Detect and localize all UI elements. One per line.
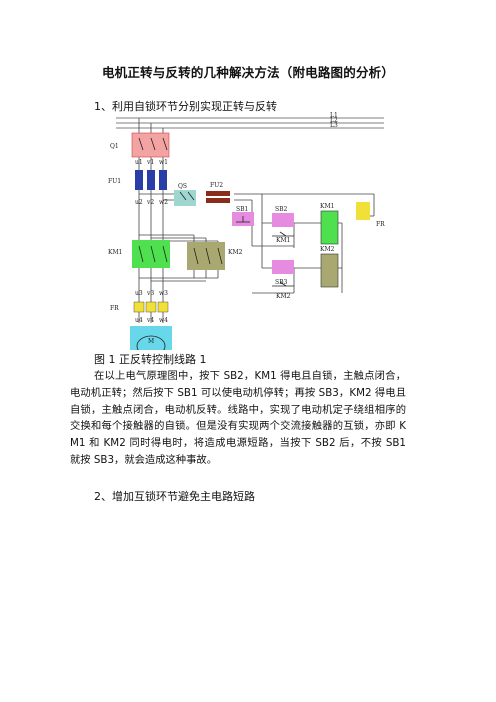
u2-label: u2 (135, 199, 143, 206)
fu1-fuses (135, 170, 167, 190)
km1-coil-label: KM1 (320, 203, 334, 210)
section-heading-2: 2、增加互锁环节避免主电路短路 (94, 490, 255, 503)
km2-aux-contact (272, 281, 294, 287)
fu2-fuse-top (206, 191, 230, 196)
qs-switch (174, 190, 196, 206)
rail-l2-label: L2 (330, 117, 338, 124)
body-paragraph: 在以上电气原理图中，按下 SB2，KM1 得电且自锁，主触点闭合，电动机正转；然… (70, 370, 406, 466)
v1-label: v1 (146, 159, 154, 166)
fr-thermal-relay (133, 301, 169, 313)
w4-label: w4 (159, 317, 168, 324)
page-title: 电机正转与反转的几种解决方法（附电路图的分析） (101, 65, 395, 80)
figure-caption: 图 1 正反转控制线路 1 (94, 353, 207, 366)
w1-label: w1 (159, 159, 168, 166)
fr-aux-contact (356, 202, 370, 220)
circuit-diagram: L1 L2 L3 (108, 112, 385, 350)
section-heading-1: 1、利用自锁环节分别实现正转与反转 (94, 100, 277, 113)
sb3-button (272, 260, 294, 274)
fr-label: FR (110, 305, 119, 312)
v4-label: v4 (146, 317, 154, 324)
fr-aux-label: FR (376, 221, 385, 228)
fu2-label: FU2 (210, 182, 223, 189)
v3-label: v3 (146, 290, 154, 297)
km2-main-label: KM2 (228, 249, 243, 256)
km1-aux-label: KM1 (276, 237, 290, 244)
u1-label: u1 (135, 159, 143, 166)
km1-coil (320, 210, 339, 245)
rail-l1-label: L1 (330, 112, 338, 119)
rail-l3-label: L3 (330, 122, 338, 129)
km1-main-contacts (132, 240, 170, 268)
motor-symbol (136, 335, 166, 350)
sb2-label: SB2 (275, 206, 288, 213)
km2-coil (320, 253, 339, 288)
u4-label: u4 (135, 317, 143, 324)
qs-label: QS (178, 183, 187, 190)
km1-main-label: KM1 (108, 249, 122, 256)
km2-coil-label: KM2 (320, 246, 335, 253)
power-rails (116, 117, 384, 129)
u3-label: u3 (135, 290, 143, 297)
km2-aux-label: KM2 (276, 293, 291, 300)
main-conductors (138, 118, 375, 323)
motor-label: M (148, 338, 154, 345)
sb1-label: SB1 (236, 206, 248, 213)
q1-label: Q1 (110, 143, 119, 150)
w3-label: w3 (159, 290, 168, 297)
q1-switch (131, 132, 170, 158)
w2-label: w2 (159, 199, 168, 206)
fu2-fuse-bottom (206, 198, 230, 203)
km1-aux-contact (272, 231, 294, 237)
sb2-button (272, 213, 294, 227)
km2-main-contacts (187, 242, 225, 270)
v2-label: v2 (146, 199, 154, 206)
fu1-label: FU1 (108, 178, 121, 185)
